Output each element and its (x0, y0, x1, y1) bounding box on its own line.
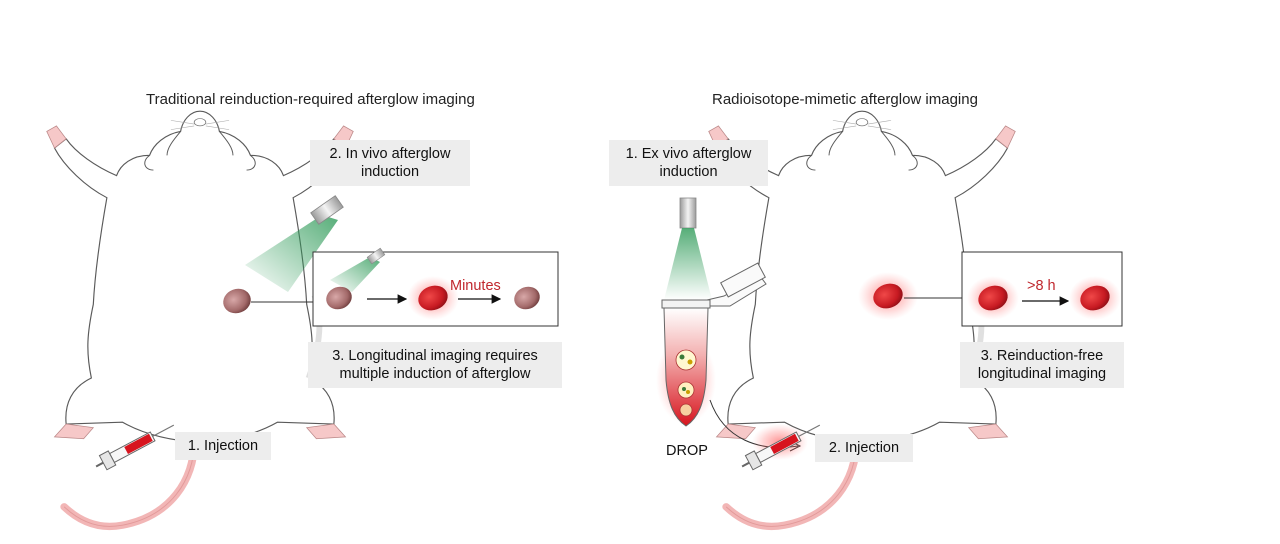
left-lamp (310, 195, 344, 225)
right-step-induction-label: 1. Ex vivo afterglow induction (609, 140, 768, 186)
left-step-induction-line1: 2. In vivo afterglow (329, 146, 451, 162)
left-step-injection-label: 1. Injection (175, 432, 271, 460)
left-tumor-stage1 (326, 286, 352, 310)
right-step-induction-line2: induction (659, 164, 718, 180)
right-light-beam (664, 228, 712, 300)
right-step-longitudinal-line2: longitudinal imaging (977, 366, 1107, 382)
right-tumor-stage1 (978, 285, 1008, 311)
drop-tube (656, 262, 767, 427)
right-panel-title: Radioisotope-mimetic afterglow imaging (712, 91, 978, 108)
left-panel-title: Traditional reinduction-required aftergl… (146, 91, 475, 108)
right-lamp (679, 197, 697, 229)
right-step-longitudinal-label: 3. Reinduction-free longitudinal imaging (960, 342, 1124, 388)
right-tumor-stage2 (1080, 285, 1110, 311)
left-mouse (47, 111, 354, 526)
left-tumor (223, 288, 251, 314)
drop-tube-label: DROP (666, 443, 708, 459)
left-step-longitudinal-line1: 3. Longitudinal imaging requires (332, 348, 538, 364)
right-step-injection-label: 2. Injection (815, 434, 913, 462)
left-light-beam (245, 215, 338, 292)
left-step-longitudinal-label: 3. Longitudinal imaging requires multipl… (308, 342, 562, 388)
left-mini-beam (330, 257, 380, 292)
left-step-longitudinal-line2: multiple induction of afterglow (339, 366, 531, 382)
right-tumor-glowing (873, 283, 903, 309)
right-step-induction-line1: 1. Ex vivo afterglow (625, 146, 752, 162)
right-duration-label: >8 h (1027, 278, 1056, 294)
left-step-induction-label: 2. In vivo afterglow induction (310, 140, 470, 186)
left-duration-label: Minutes (450, 278, 501, 294)
left-tumor-stage3 (514, 286, 540, 310)
left-tumor-glowing (418, 285, 448, 311)
left-step-induction-line2: induction (360, 164, 420, 180)
right-step-longitudinal-line1: 3. Reinduction-free (980, 348, 1104, 364)
